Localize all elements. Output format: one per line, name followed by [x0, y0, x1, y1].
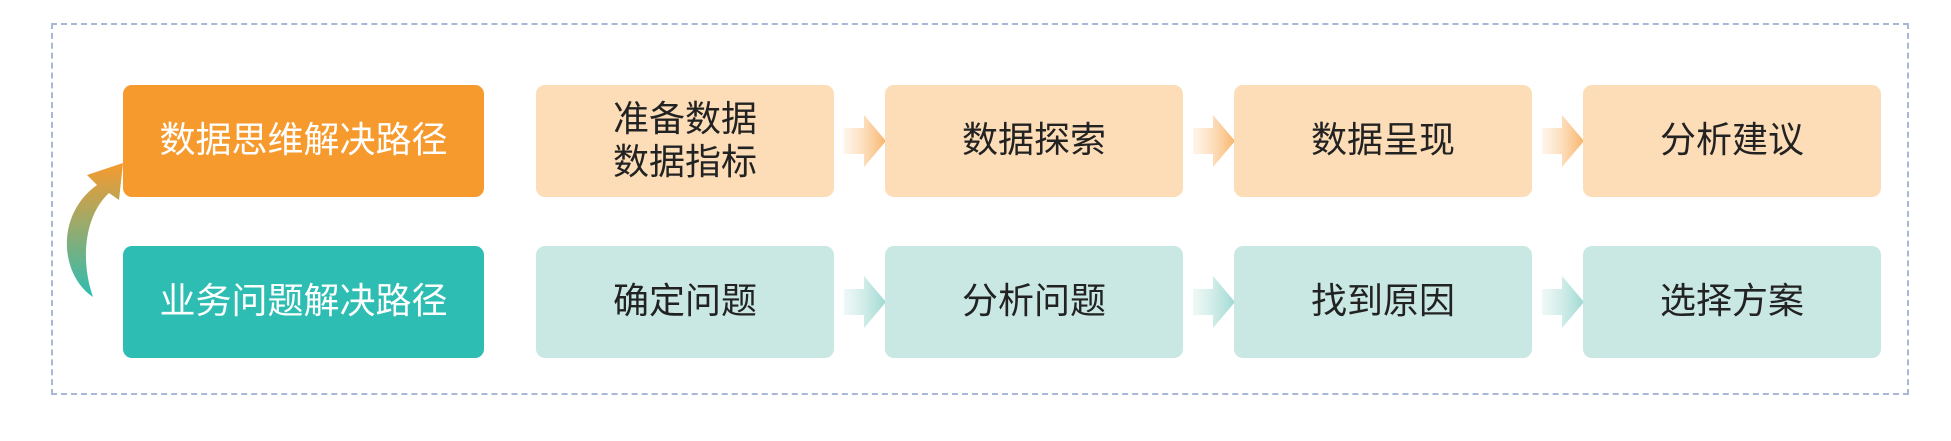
business-step-4-label: 选择方案 [1659, 281, 1804, 323]
teal-arrow-icon [844, 276, 886, 328]
business-step-3-label: 找到原因 [1310, 281, 1455, 323]
business-step-4-box: 选择方案 [1583, 246, 1881, 358]
data-path-title-box: 数据思维解决路径 [123, 85, 484, 197]
data-step-2-label: 数据探索 [961, 120, 1106, 162]
business-step-1-box: 确定问题 [536, 246, 834, 358]
data-step-4-label: 分析建议 [1659, 120, 1804, 162]
data-path-title: 数据思维解决路径 [159, 120, 448, 162]
dashed-frame [51, 23, 1909, 395]
business-step-1-label: 确定问题 [612, 281, 757, 323]
orange-arrow-icon [1193, 115, 1235, 167]
data-step-1-label: 准备数据 数据指标 [612, 98, 757, 183]
data-step-3-box: 数据呈现 [1234, 85, 1532, 197]
business-step-3-box: 找到原因 [1234, 246, 1532, 358]
business-path-title-box: 业务问题解决路径 [123, 246, 484, 358]
curved-up-arrow-icon [66, 163, 123, 297]
business-path-title: 业务问题解决路径 [159, 281, 448, 323]
business-step-2-box: 分析问题 [885, 246, 1183, 358]
orange-arrow-icon [1542, 115, 1584, 167]
business-step-2-label: 分析问题 [961, 281, 1106, 323]
orange-arrow-icon [844, 115, 886, 167]
data-step-1-box: 准备数据 数据指标 [536, 85, 834, 197]
data-step-3-label: 数据呈现 [1310, 120, 1455, 162]
data-step-4-box: 分析建议 [1583, 85, 1881, 197]
teal-arrow-icon [1542, 276, 1584, 328]
teal-arrow-icon [1193, 276, 1235, 328]
data-step-2-box: 数据探索 [885, 85, 1183, 197]
